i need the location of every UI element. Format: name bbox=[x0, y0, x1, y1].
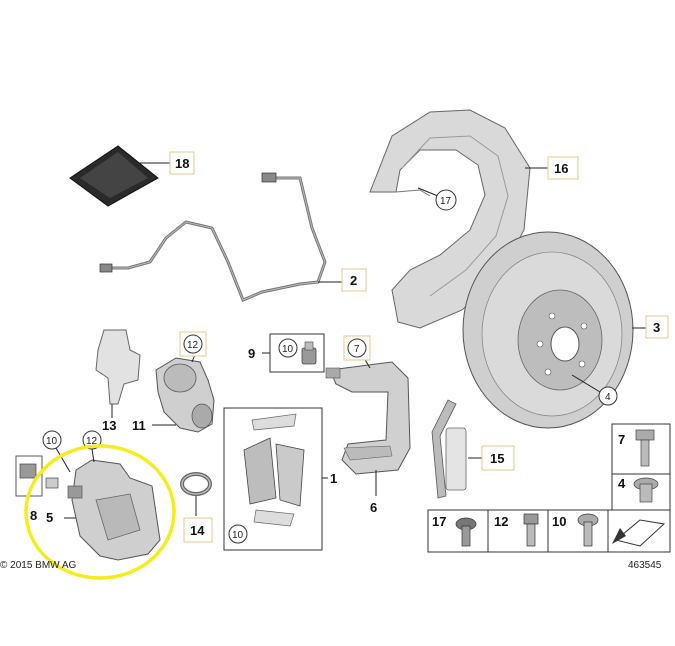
direction-arrow-icon bbox=[612, 519, 666, 547]
callout-box-14 bbox=[183, 517, 213, 543]
part-1-brake-pads[interactable] bbox=[243, 413, 305, 527]
callout-14: 14 bbox=[190, 523, 205, 538]
callout-circle-17a bbox=[435, 189, 457, 211]
callout-circle-7a bbox=[347, 338, 367, 358]
leader-10b bbox=[55, 447, 71, 473]
bolt-7-icon bbox=[635, 429, 655, 467]
part-14-seal-ring[interactable] bbox=[180, 472, 212, 496]
callout-box-3 bbox=[645, 315, 669, 339]
callout-15: 15 bbox=[490, 451, 504, 466]
part-3-brake-disc[interactable] bbox=[462, 231, 634, 429]
callout-11: 11 bbox=[132, 418, 146, 433]
part-1-box bbox=[223, 407, 323, 551]
callout-circle-10b bbox=[42, 430, 62, 450]
callout-4: 4 bbox=[605, 392, 611, 403]
callout-circle-12a bbox=[183, 334, 203, 354]
callout-3: 3 bbox=[653, 320, 660, 335]
table-label-17: 17 bbox=[432, 514, 446, 529]
callout-10c: 10 bbox=[232, 530, 244, 541]
bolt-10-icon bbox=[577, 513, 599, 547]
callout-box-15 bbox=[481, 445, 515, 471]
part-18-cover[interactable] bbox=[69, 145, 159, 207]
bolt-17-icon bbox=[455, 517, 477, 547]
callout-10b: 10 bbox=[46, 436, 58, 447]
part-11-actuator[interactable] bbox=[155, 357, 215, 433]
callout-8: 8 bbox=[30, 508, 37, 523]
part-2-wear-sensor[interactable] bbox=[99, 172, 327, 302]
leader-4 bbox=[571, 374, 601, 393]
table-label-10: 10 bbox=[552, 514, 566, 529]
callout-18: 18 bbox=[175, 156, 189, 171]
highlight-circle bbox=[24, 444, 176, 580]
callout-5: 5 bbox=[46, 510, 53, 525]
callout-6: 6 bbox=[370, 500, 377, 515]
callout-circle-10c bbox=[228, 524, 248, 544]
callout-2: 2 bbox=[350, 273, 357, 288]
part-6-caliper-carrier[interactable] bbox=[325, 361, 411, 475]
callout-box-2 bbox=[341, 268, 367, 292]
callout-12a: 12 bbox=[187, 340, 199, 351]
callout-17a: 17 bbox=[440, 196, 452, 207]
callout-box-16 bbox=[547, 156, 579, 180]
copyright-text: © 2015 BMW AG bbox=[0, 560, 77, 571]
leader-17a bbox=[417, 187, 439, 197]
image-number: 463545 bbox=[628, 560, 662, 571]
table-label-7: 7 bbox=[618, 432, 625, 447]
callout-1: 1 bbox=[330, 471, 337, 486]
table-label-4: 4 bbox=[618, 476, 626, 491]
callout-16: 16 bbox=[554, 161, 568, 176]
bolt-4-icon bbox=[633, 477, 659, 503]
leader-12b bbox=[91, 448, 95, 463]
callout-7a: 7 bbox=[354, 344, 360, 355]
part-13-bracket[interactable] bbox=[95, 329, 141, 405]
callout-box-18 bbox=[169, 151, 195, 175]
callout-circle-10a bbox=[278, 338, 298, 358]
bolt-12-icon bbox=[523, 513, 539, 547]
part-5-caliper[interactable] bbox=[67, 459, 161, 561]
callout-9: 9 bbox=[248, 346, 255, 361]
callout-10a: 10 bbox=[282, 344, 294, 355]
part-10-guide-bolt[interactable] bbox=[301, 341, 317, 365]
part-8-bleeder[interactable] bbox=[19, 463, 59, 489]
callout-13: 13 bbox=[102, 418, 116, 433]
callout-12b: 12 bbox=[86, 436, 98, 447]
table-label-12: 12 bbox=[494, 514, 508, 529]
part-15-spring-clip[interactable] bbox=[431, 399, 467, 499]
callout-circle-4 bbox=[598, 386, 618, 406]
